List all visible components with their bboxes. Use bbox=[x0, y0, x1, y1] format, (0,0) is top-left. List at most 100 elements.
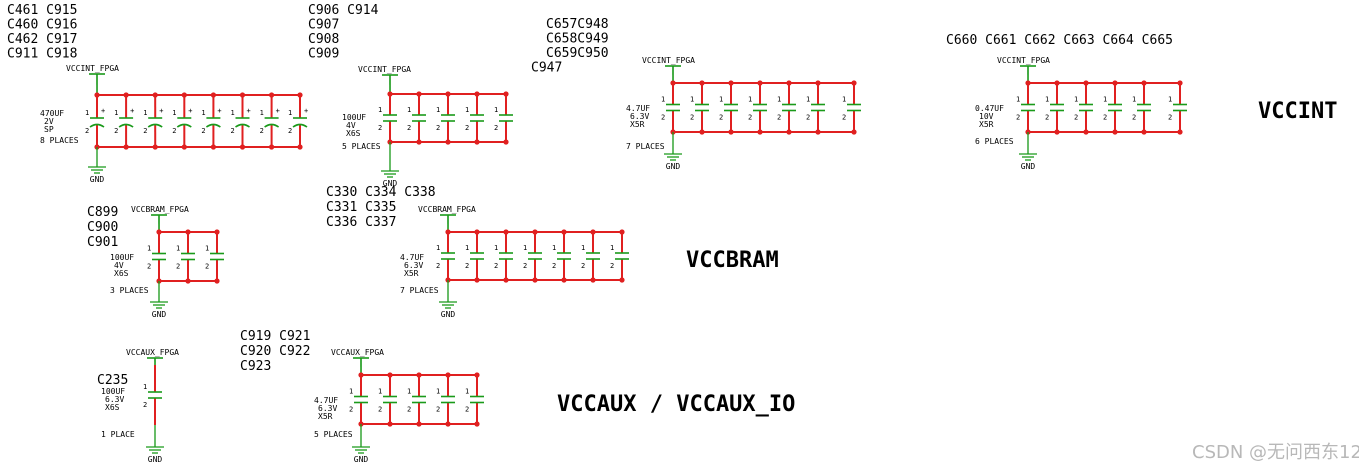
ref-designator-label: C920 C922 bbox=[240, 344, 310, 359]
pin-number-1: 1 bbox=[1016, 96, 1020, 104]
capacitor-symbol: 12 bbox=[581, 229, 600, 283]
pin-number-1: 1 bbox=[143, 109, 147, 117]
capacitor-voltage-label: 10V bbox=[979, 112, 994, 121]
junction-dot bbox=[445, 139, 451, 145]
pin-number-1: 1 bbox=[610, 244, 614, 252]
pin-number-2: 2 bbox=[748, 114, 752, 122]
capacitor-value-label: 4.7UF bbox=[314, 396, 338, 405]
pin-number-1: 1 bbox=[288, 109, 292, 117]
polarity-plus-mark: + bbox=[159, 107, 163, 115]
capacitor-symbol: +12 bbox=[201, 92, 222, 150]
capacitor-plate-curved bbox=[147, 123, 163, 128]
junction-dot bbox=[590, 277, 596, 283]
ref-designator-label: C330 C334 C338 bbox=[326, 185, 436, 200]
capacitor-dielectric-label: X5R bbox=[404, 269, 419, 278]
junction-dot bbox=[181, 92, 187, 98]
junction-dot bbox=[503, 229, 509, 235]
capacitor-voltage-label: 6.3V bbox=[630, 112, 649, 121]
pin-number-1: 1 bbox=[806, 96, 810, 104]
junction-dot bbox=[474, 277, 480, 283]
junction-dot bbox=[214, 278, 220, 284]
junction-dot bbox=[185, 278, 191, 284]
pin-number-2: 2 bbox=[1016, 114, 1020, 122]
pin-number-1: 1 bbox=[349, 388, 353, 396]
pin-number-1: 1 bbox=[494, 106, 498, 114]
capacitor-value-label: 0.47UF bbox=[975, 104, 1004, 113]
junction-dot bbox=[445, 91, 451, 97]
ref-designator-label: C462 C917 bbox=[7, 32, 77, 47]
junction-dot bbox=[1054, 80, 1060, 86]
junction-dot bbox=[239, 92, 246, 98]
junction-dot bbox=[445, 372, 451, 378]
ref-designator-label: C900 bbox=[87, 220, 118, 235]
junction-dot bbox=[619, 277, 625, 283]
pin-number-1: 1 bbox=[465, 106, 469, 114]
pin-number-2: 2 bbox=[1103, 114, 1107, 122]
pin-number-2: 2 bbox=[523, 262, 527, 270]
junction-dot bbox=[532, 277, 538, 283]
capacitor-group-g5: C899C900C901VCCBRAM_FPGA121212100UF4VX6S… bbox=[87, 205, 224, 319]
junction-dot bbox=[416, 372, 422, 378]
pin-number-2: 2 bbox=[610, 262, 614, 270]
places-count-label: 3 PLACES bbox=[110, 286, 149, 295]
ref-designator-label: C460 C916 bbox=[7, 18, 77, 33]
polarity-plus-mark: + bbox=[304, 107, 308, 115]
pin-number-2: 2 bbox=[690, 114, 694, 122]
junction-dot bbox=[1054, 129, 1060, 135]
junction-dot bbox=[239, 144, 246, 150]
junction-dot bbox=[416, 91, 422, 97]
capacitor-group-g4: C660 C661 C662 C663 C664 C665VCCINT_FPGA… bbox=[946, 33, 1187, 171]
junction-dot bbox=[1177, 80, 1183, 86]
net-label: VCCAUX_FPGA bbox=[126, 348, 179, 357]
ref-designator-label: C907 bbox=[308, 18, 339, 33]
section-title-vccbram: VCCBRAM bbox=[686, 248, 779, 273]
pin-number-2: 2 bbox=[465, 406, 469, 414]
junction-dot bbox=[474, 139, 480, 145]
capacitor-voltage-label: 6.3V bbox=[404, 261, 423, 270]
pin-number-1: 1 bbox=[176, 245, 180, 253]
pin-number-1: 1 bbox=[407, 388, 411, 396]
capacitor-symbol: +12 bbox=[143, 92, 163, 150]
capacitor-symbol: 12 bbox=[1016, 80, 1035, 135]
capacitor-symbol: 12 bbox=[719, 80, 738, 135]
net-label: VCCAUX_FPGA bbox=[331, 348, 384, 357]
capacitor-value-label: 100UF bbox=[342, 113, 366, 122]
junction-dot bbox=[815, 80, 821, 86]
junction-dot bbox=[561, 229, 567, 235]
pin-number-2: 2 bbox=[288, 127, 292, 135]
ground-label: GND bbox=[354, 455, 369, 464]
capacitor-plate-curved bbox=[292, 123, 308, 128]
capacitor-dielectric-label: X6S bbox=[105, 403, 120, 412]
polarity-plus-mark: + bbox=[276, 107, 280, 115]
junction-dot bbox=[1112, 129, 1118, 135]
pin-number-1: 1 bbox=[842, 96, 846, 104]
pin-number-1: 1 bbox=[260, 109, 264, 117]
capacitor-symbol: 12 bbox=[690, 80, 709, 135]
pin-number-1: 1 bbox=[143, 383, 147, 391]
pin-number-1: 1 bbox=[231, 109, 235, 117]
capacitor-symbol: 12 bbox=[407, 372, 426, 427]
pin-number-1: 1 bbox=[378, 106, 382, 114]
capacitor-plate-curved bbox=[235, 123, 250, 128]
pin-number-1: 1 bbox=[114, 109, 118, 117]
pin-number-1: 1 bbox=[378, 388, 382, 396]
junction-dot bbox=[1025, 80, 1031, 86]
ref-designator-label: C659C950 bbox=[546, 46, 609, 61]
junction-dot bbox=[214, 229, 220, 235]
pin-number-1: 1 bbox=[465, 244, 469, 252]
pin-number-1: 1 bbox=[1074, 96, 1078, 104]
junction-dot bbox=[1083, 80, 1089, 86]
capacitor-symbol: 12 bbox=[552, 229, 571, 283]
junction-dot bbox=[269, 144, 275, 150]
ref-designator-label: C947 bbox=[531, 61, 562, 76]
capacitor-symbol: 12 bbox=[806, 80, 825, 135]
capacitor-symbol: 12 bbox=[661, 80, 680, 135]
capacitor-dielectric-label: X5R bbox=[318, 412, 333, 421]
junction-dot bbox=[503, 91, 509, 97]
junction-dot bbox=[123, 92, 129, 98]
junction-dot bbox=[445, 421, 451, 427]
pin-number-2: 2 bbox=[465, 124, 469, 132]
junction-dot bbox=[416, 139, 422, 145]
